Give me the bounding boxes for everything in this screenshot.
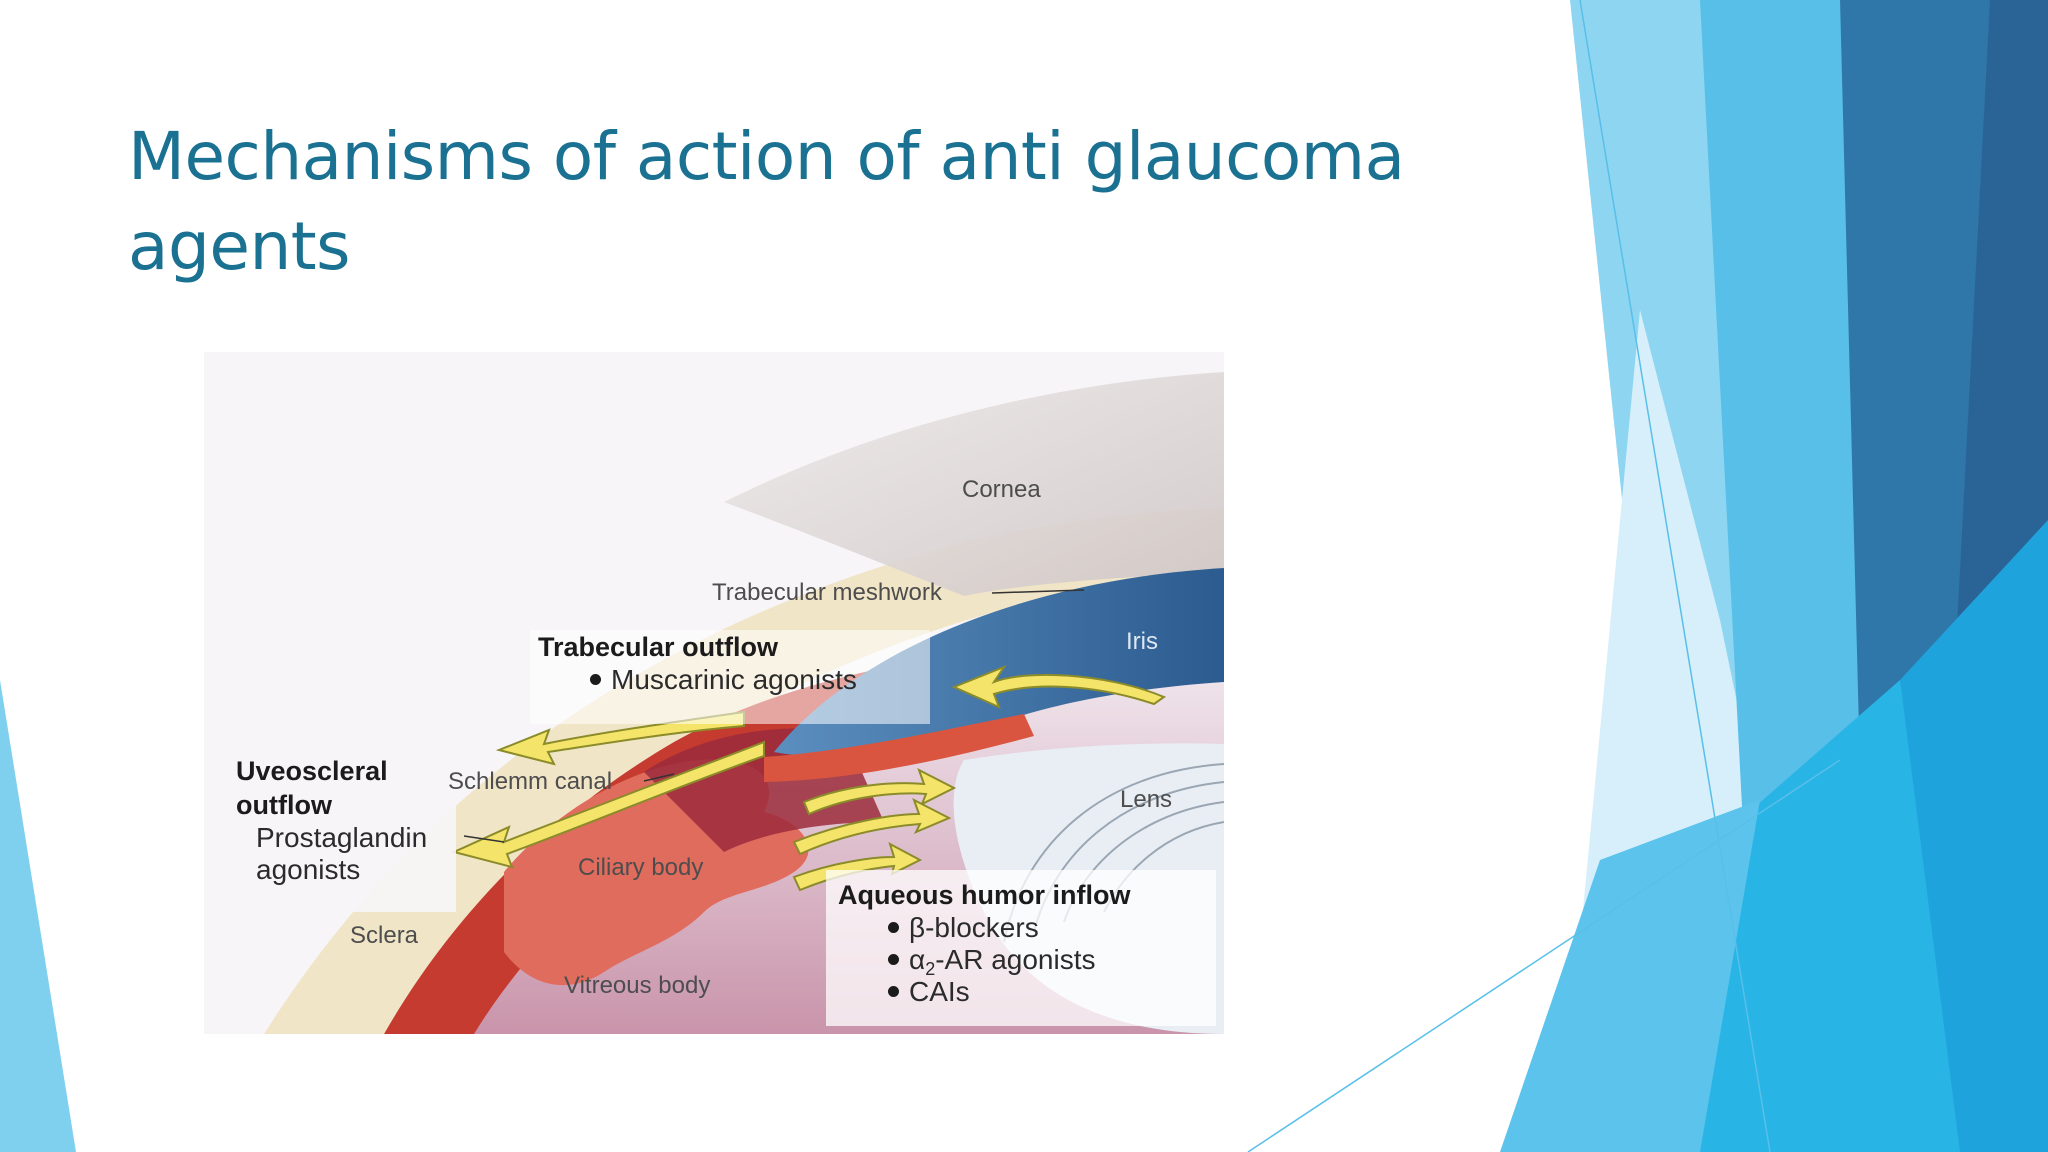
leader-lines xyxy=(463,589,1085,843)
bullet-dot xyxy=(888,954,899,966)
iris-edge xyxy=(764,714,1034,782)
schlemm-canal-label: Schlemm canal xyxy=(448,768,613,795)
left-edge-accent xyxy=(0,680,76,1152)
slide-title: Mechanisms of action of anti glaucoma ag… xyxy=(128,118,1405,285)
sclera-label: Sclera xyxy=(350,922,419,949)
alpha-subscript: 2 xyxy=(925,959,936,979)
cais-text: CAIs xyxy=(909,976,970,1007)
prostaglandin-agonists-line1: Prostaglandin xyxy=(256,822,428,853)
flow-arrows xyxy=(451,664,1167,892)
trabecular-outflow-heading: Trabecular outflow xyxy=(538,632,779,662)
right-panel-pale xyxy=(1500,800,1760,1152)
uveoscleral-label-panel xyxy=(216,752,456,912)
aqueous-humor-inflow-heading: Aqueous humor inflow xyxy=(838,880,1131,910)
bullet-dot xyxy=(888,986,899,998)
thin-line-1 xyxy=(1579,0,1771,1152)
alpha2-ar-agonists-item: α2-AR agonists xyxy=(888,946,1096,978)
eye-illustration xyxy=(216,372,1224,1034)
inflow-label-panel xyxy=(826,870,1216,1026)
muscarinic-agonists-item: Muscarinic agonists xyxy=(590,666,857,694)
vitreous-body-label: Vitreous body xyxy=(564,972,711,999)
cornea-shape xyxy=(724,372,1224,596)
bullet-dot xyxy=(590,674,601,686)
cornea-label: Cornea xyxy=(962,476,1041,503)
beta-blockers-text: β-blockers xyxy=(909,912,1039,943)
uveoscleral-outflow-heading-line1: Uveoscleral xyxy=(236,756,388,786)
cais-item: CAIs xyxy=(888,978,970,1006)
eye-diagram: Cornea Trabecular meshwork Iris Schlemm … xyxy=(204,352,1224,1034)
lens-label: Lens xyxy=(1120,786,1173,813)
alpha-symbol: α xyxy=(909,944,926,975)
alpha-ar-agonists-text: -AR agonists xyxy=(935,944,1096,975)
iris-label: Iris xyxy=(1126,628,1158,655)
thin-line-2 xyxy=(1247,759,1841,1152)
ciliary-body-label: Ciliary body xyxy=(578,854,704,881)
bullet-dot xyxy=(888,922,899,934)
prostaglandin-agonists-line2: agonists xyxy=(256,854,361,885)
uveoscleral-outflow-heading-line2: outflow xyxy=(236,790,332,820)
trabecular-meshwork-label: Trabecular meshwork xyxy=(712,579,942,606)
muscarinic-agonists-text: Muscarinic agonists xyxy=(611,664,857,695)
beta-blockers-item: β-blockers xyxy=(888,914,1039,942)
